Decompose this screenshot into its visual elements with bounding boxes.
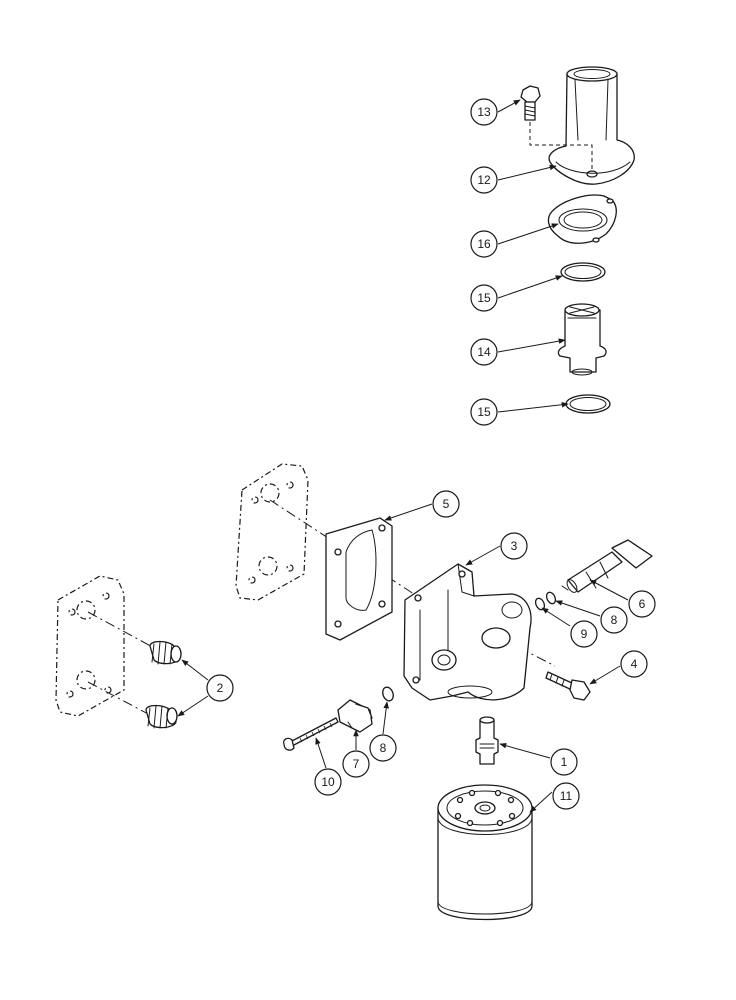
engine-block-outline-upper bbox=[235, 463, 309, 601]
leader-lines bbox=[177, 99, 629, 813]
callout-13: 13 bbox=[470, 98, 498, 126]
callout-9: 9 bbox=[570, 620, 598, 648]
svg-text:2: 2 bbox=[217, 681, 224, 695]
svg-text:13: 13 bbox=[477, 105, 491, 119]
svg-text:8: 8 bbox=[380, 741, 387, 755]
part-13-bolt bbox=[520, 85, 541, 121]
svg-text:9: 9 bbox=[581, 627, 588, 641]
part-10-screw bbox=[282, 717, 339, 751]
svg-text:5: 5 bbox=[443, 497, 450, 511]
callout-10: 10 bbox=[314, 768, 342, 796]
svg-text:14: 14 bbox=[477, 345, 491, 359]
part-14-thermostat bbox=[557, 303, 607, 376]
part-4-bolt bbox=[545, 671, 591, 701]
svg-text:16: 16 bbox=[477, 237, 491, 251]
callout-12: 12 bbox=[470, 166, 498, 194]
callout-8-left: 8 bbox=[369, 734, 397, 762]
callout-14: 14 bbox=[470, 338, 498, 366]
svg-text:8: 8 bbox=[611, 613, 618, 627]
callout-6: 6 bbox=[628, 590, 656, 618]
svg-text:7: 7 bbox=[353, 757, 360, 771]
callout-8-right: 8 bbox=[600, 606, 628, 634]
part-5-gasket-plate bbox=[325, 517, 393, 641]
part-15-seal-ring-lower bbox=[565, 394, 611, 414]
svg-text:10: 10 bbox=[321, 775, 335, 789]
callout-7: 7 bbox=[342, 750, 370, 778]
part-1-fitting bbox=[475, 716, 499, 765]
part-2-stud-upper bbox=[149, 640, 182, 665]
callout-2: 2 bbox=[206, 674, 234, 702]
callout-5: 5 bbox=[432, 490, 460, 518]
callout-4: 4 bbox=[620, 650, 648, 678]
callout-15-lower: 15 bbox=[470, 398, 498, 426]
callout-3: 3 bbox=[500, 532, 528, 560]
engine-block-outline-lower bbox=[55, 575, 125, 717]
part-12-outlet-housing bbox=[548, 66, 635, 185]
svg-text:4: 4 bbox=[631, 657, 638, 671]
svg-text:12: 12 bbox=[477, 173, 491, 187]
part-15-seal-ring-upper bbox=[560, 262, 606, 282]
svg-text:6: 6 bbox=[639, 597, 646, 611]
part-2-stud-lower bbox=[145, 704, 178, 729]
part-7-sender bbox=[337, 699, 373, 733]
callout-1: 1 bbox=[550, 748, 578, 776]
part-16-gasket bbox=[547, 194, 617, 244]
part-8-o-ring-right bbox=[545, 591, 557, 605]
part-3-filter-head bbox=[403, 563, 532, 701]
callout-11: 11 bbox=[552, 782, 580, 810]
callout-15-upper: 15 bbox=[470, 284, 498, 312]
part-6-sensor-valve bbox=[561, 539, 653, 593]
part-11-filter bbox=[437, 784, 533, 921]
svg-text:3: 3 bbox=[511, 539, 518, 553]
svg-text:11: 11 bbox=[560, 789, 573, 803]
callout-16: 16 bbox=[470, 230, 498, 258]
svg-text:1: 1 bbox=[561, 755, 568, 769]
svg-text:15: 15 bbox=[477, 291, 491, 305]
svg-text:15: 15 bbox=[477, 405, 491, 419]
part-8-o-ring-left bbox=[382, 686, 394, 702]
